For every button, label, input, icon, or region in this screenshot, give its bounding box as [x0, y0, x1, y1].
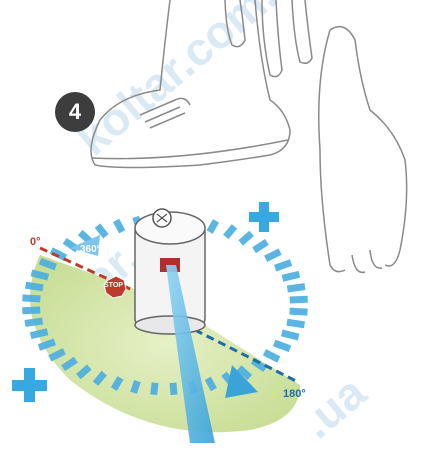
hand-illustration — [225, 0, 407, 272]
arc-tick — [26, 285, 44, 288]
arc-tick — [290, 311, 308, 312]
arc-tick — [22, 310, 40, 311]
arc-tick — [241, 233, 252, 243]
angle-zero-label: 0° — [30, 236, 41, 248]
stop-label: STOP — [104, 282, 123, 289]
arc-tick — [254, 242, 267, 250]
arc-tick — [287, 287, 305, 289]
arc-tick — [116, 220, 122, 231]
arc-tick — [264, 352, 278, 359]
step-number-badge: 4 — [55, 92, 95, 132]
angle-half-label: 180° — [283, 388, 306, 400]
arc-tick — [290, 299, 308, 300]
plus-icon — [249, 202, 279, 232]
arc-tick — [266, 252, 280, 259]
arc-tick — [154, 383, 155, 395]
arc-tick — [210, 221, 216, 232]
arc-tick — [275, 262, 291, 268]
arc-tick — [31, 273, 48, 277]
arc-tick — [22, 298, 40, 299]
foot-illustration — [91, 0, 290, 168]
arc-tick — [282, 274, 299, 278]
plus-icon-bottom — [12, 368, 47, 402]
arc-tick — [31, 332, 48, 336]
arc-tick — [282, 333, 299, 337]
arc-tick — [226, 226, 235, 236]
arc-tick — [25, 321, 43, 323]
arc-tick — [133, 381, 137, 393]
arc-tick — [274, 343, 290, 349]
arc-tick — [173, 383, 174, 395]
arc-tick — [287, 322, 305, 325]
angle-full-label: 360° — [80, 244, 101, 255]
arc-tick — [97, 226, 106, 237]
